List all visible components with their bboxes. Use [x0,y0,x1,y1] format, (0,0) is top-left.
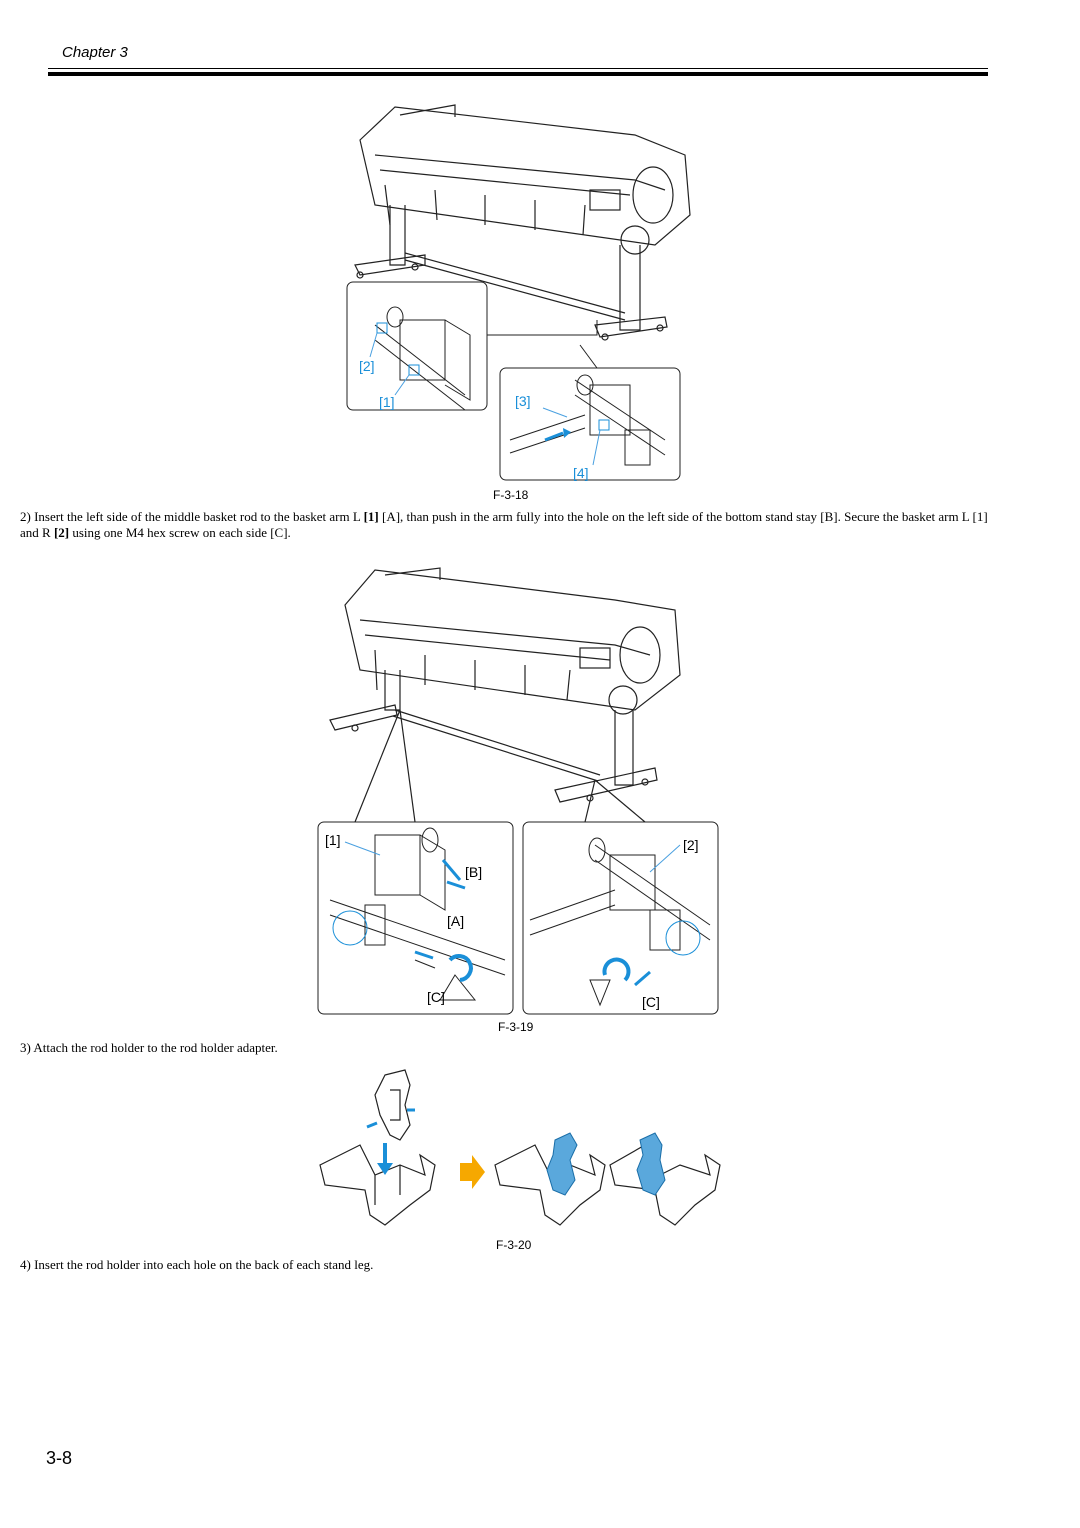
chapter-header: Chapter 3 [62,44,128,61]
step-4: 4) Insert the rod holder into each hole … [20,1257,374,1272]
header-rule-thick [48,72,988,76]
f18-label-3: [3] [515,393,531,409]
f19-label-2: [2] [683,837,699,853]
figure-f3-20 [319,1069,721,1226]
step-2: 2) Insert the left side of the middle ba… [20,509,988,540]
f19-label-A: [A] [447,913,464,929]
step-3: 3) Attach the rod holder to the rod hold… [20,1040,278,1055]
caption-f3-19: F-3-19 [498,1020,534,1034]
figure-f3-19: [1] [B] [A] [C] [2] [C] [317,567,719,1015]
f19-label-C-left: [C] [427,989,445,1005]
header-rule-thin [48,68,988,69]
caption-f3-20: F-3-20 [496,1238,532,1252]
f19-label-1: [1] [325,832,341,848]
page-number: 3-8 [46,1448,73,1468]
f18-label-1: [1] [379,394,395,410]
figure-f3-18: [2] [1] [3] [4] [346,104,691,481]
f18-label-2: [2] [359,358,375,374]
f18-label-4: [4] [573,465,589,481]
f19-label-C-right: [C] [642,994,660,1010]
caption-f3-18: F-3-18 [493,488,529,502]
f19-label-B: [B] [465,864,482,880]
